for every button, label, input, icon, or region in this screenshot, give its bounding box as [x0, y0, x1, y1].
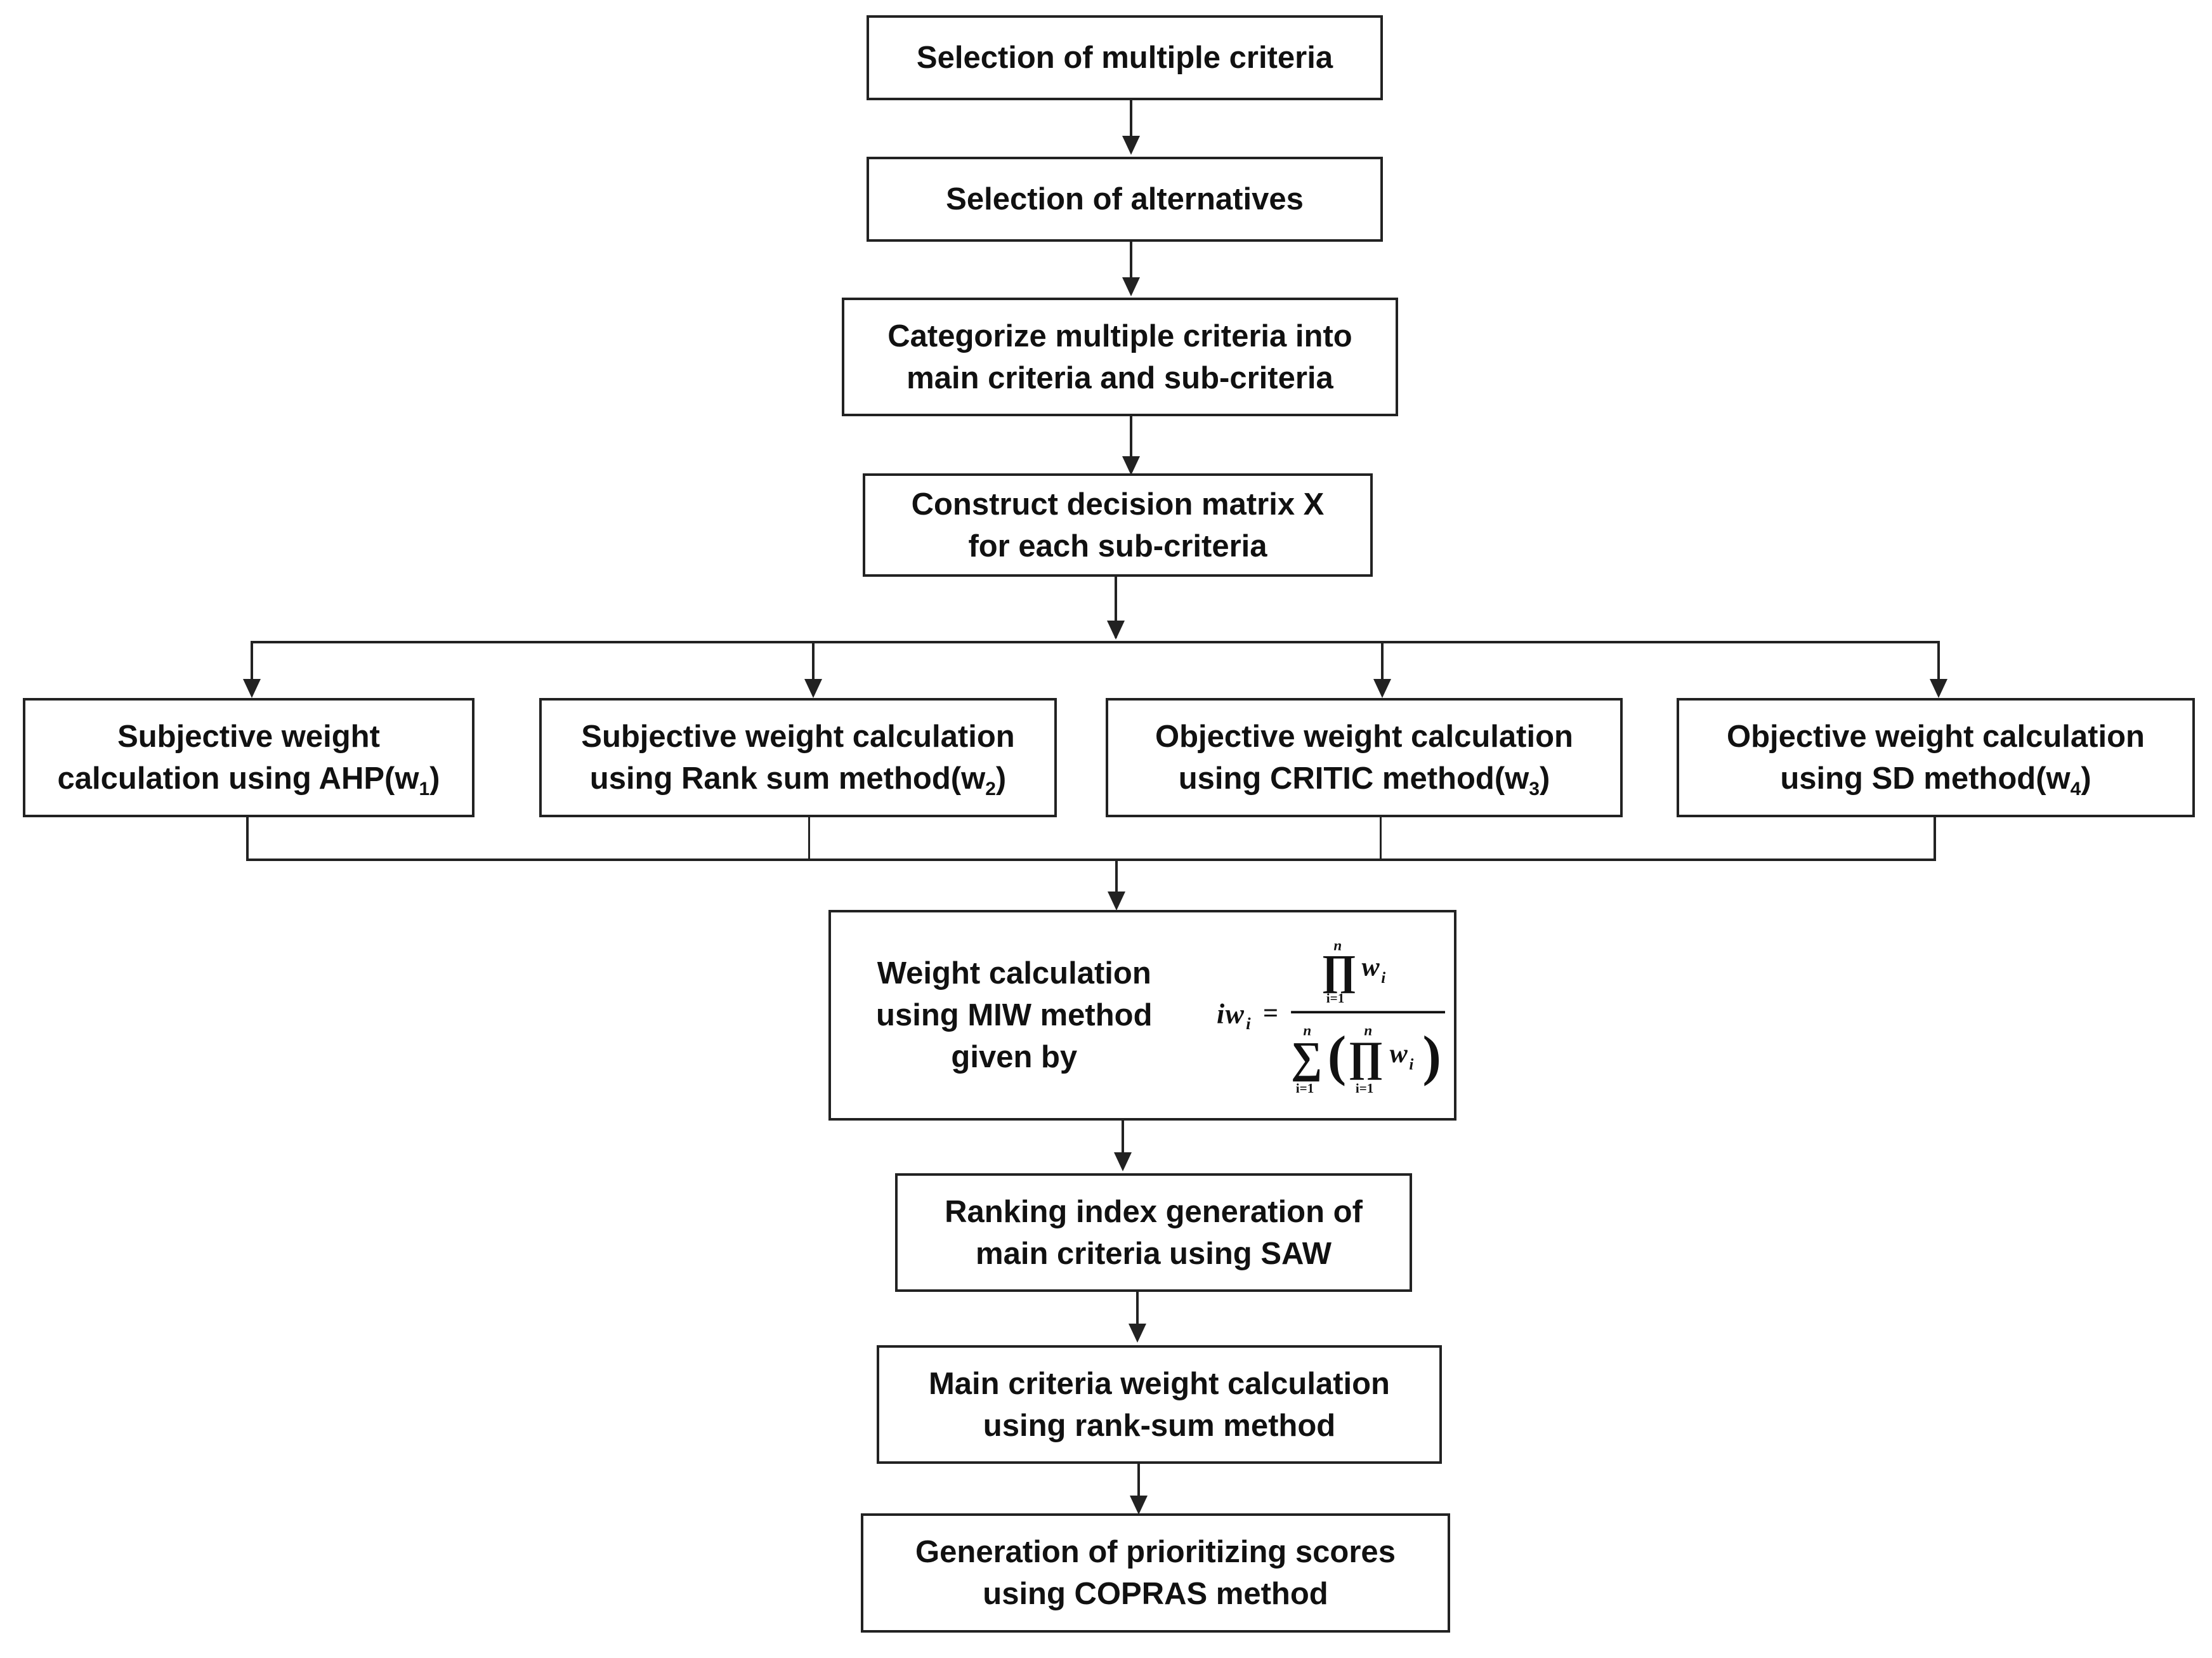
connector [1937, 641, 1940, 690]
arrowhead [1130, 1496, 1148, 1515]
box-text: Subjective weight [117, 720, 380, 754]
selection-alternatives-box: Selection of alternatives [867, 157, 1383, 242]
connector [246, 817, 249, 861]
box-text: Subjective weight calculation [581, 720, 1015, 754]
box-text: Ranking index generation of [945, 1194, 1363, 1229]
arrowhead [1114, 1152, 1132, 1171]
box-text: main criteria using SAW [976, 1236, 1332, 1271]
box-text: main criteria and sub-criteria [906, 360, 1333, 395]
formula-num-w-sub: i [1381, 970, 1385, 987]
arrowhead [1930, 679, 1947, 698]
box-text: using SD method(w4) [1780, 761, 2091, 799]
formula-num-lower: i=1 [1326, 990, 1344, 1006]
arrowhead [1122, 456, 1140, 475]
box-text: Weight calculation [877, 956, 1151, 990]
box-text: Categorize multiple criteria into [887, 319, 1352, 353]
box-text: Objective weight calculation [1727, 720, 2145, 754]
connector [251, 641, 253, 690]
miw-text: Weight calculation using MIW method give… [844, 952, 1185, 1078]
connector [1130, 416, 1132, 457]
connector [1381, 641, 1384, 690]
connector [1137, 1464, 1140, 1502]
box-text: using CRITIC method(w3) [1178, 761, 1550, 799]
box-text: Selection of alternatives [946, 182, 1304, 216]
arrowhead [1373, 679, 1391, 698]
connector [1122, 1121, 1124, 1159]
formula-num-upper: n [1333, 937, 1342, 953]
main-criteria-weight-box: Main criteria weight calculation using r… [877, 1345, 1442, 1464]
arrowhead [804, 679, 822, 698]
box-text: using MIW method [876, 998, 1153, 1032]
arrowhead [243, 679, 261, 698]
categorize-criteria-box: Categorize multiple criteria into main c… [842, 298, 1398, 416]
formula-den-lower: i=1 [1295, 1081, 1313, 1096]
box-text: Selection of multiple criteria [916, 41, 1333, 75]
arrowhead [1122, 136, 1140, 155]
box-text: for each sub-criteria [968, 529, 1267, 563]
connector [1115, 859, 1118, 897]
arrowhead [1108, 892, 1125, 911]
connector [1115, 577, 1117, 638]
selection-criteria-box: Selection of multiple criteria [867, 15, 1383, 100]
box-text: calculation using AHP(w1) [57, 761, 440, 799]
box-text: given by [951, 1040, 1078, 1074]
miw-weight-box: Weight calculation using MIW method give… [828, 910, 1456, 1121]
formula-lhs-w: w [1225, 998, 1244, 1029]
formula-den-w: w [1389, 1039, 1408, 1069]
construct-matrix-box: Construct decision matrix X for each sub… [863, 473, 1373, 577]
formula-den-lower-2: i=1 [1355, 1081, 1373, 1096]
box-text: Main criteria weight calculation [928, 1366, 1390, 1401]
critic-weight-box: Objective weight calculation using CRITI… [1106, 698, 1623, 817]
formula-den-upper: n [1303, 1022, 1311, 1039]
formula-num-prod: ∏ [1321, 946, 1356, 994]
connector [251, 641, 1940, 643]
connector [1136, 1292, 1139, 1330]
connector [1934, 817, 1936, 861]
connector [1130, 242, 1132, 279]
ranking-index-box: Ranking index generation of main criteri… [895, 1173, 1412, 1292]
miw-formula: i w i = n ∏ w i i=1 n ∑ i=1 ( n ∏ w i i=… [1217, 937, 1445, 1096]
rank-sum-weight-box: Subjective weight calculation using Rank… [539, 698, 1057, 817]
box-text: using Rank sum method(w2) [589, 761, 1007, 799]
formula-num-w: w [1361, 952, 1380, 982]
arrowhead [1122, 277, 1140, 296]
copras-scores-box: Generation of prioritizing scores using … [861, 1513, 1450, 1633]
connector [246, 859, 1936, 861]
formula-den-prod: ∏ [1348, 1032, 1383, 1080]
formula-den-upper-2: n [1364, 1022, 1372, 1039]
formula-den-w-sub: i [1409, 1056, 1413, 1073]
arrowhead [1129, 1324, 1146, 1343]
sd-weight-box: Objective weight calculation using SD me… [1677, 698, 2195, 817]
connector [1380, 817, 1382, 861]
formula-lparen: ( [1327, 1025, 1345, 1087]
formula-lhs-i: i [1217, 998, 1225, 1029]
box-text: using rank-sum method [983, 1408, 1336, 1443]
connector [808, 817, 810, 861]
formula-den-sum: ∑ [1291, 1032, 1322, 1081]
connector [812, 641, 815, 690]
box-text: Objective weight calculation [1155, 720, 1573, 754]
formula-equals: = [1263, 999, 1278, 1029]
arrowhead [1107, 621, 1125, 640]
connector [1130, 100, 1132, 137]
formula-lhs-sub: i [1246, 1014, 1251, 1033]
box-text: Generation of prioritizing scores [915, 1535, 1396, 1569]
box-text: using COPRAS method [983, 1577, 1328, 1611]
formula-rparen: ) [1422, 1025, 1441, 1087]
box-text: Construct decision matrix X [911, 487, 1325, 522]
ahp-weight-box: Subjective weight calculation using AHP(… [23, 698, 474, 817]
